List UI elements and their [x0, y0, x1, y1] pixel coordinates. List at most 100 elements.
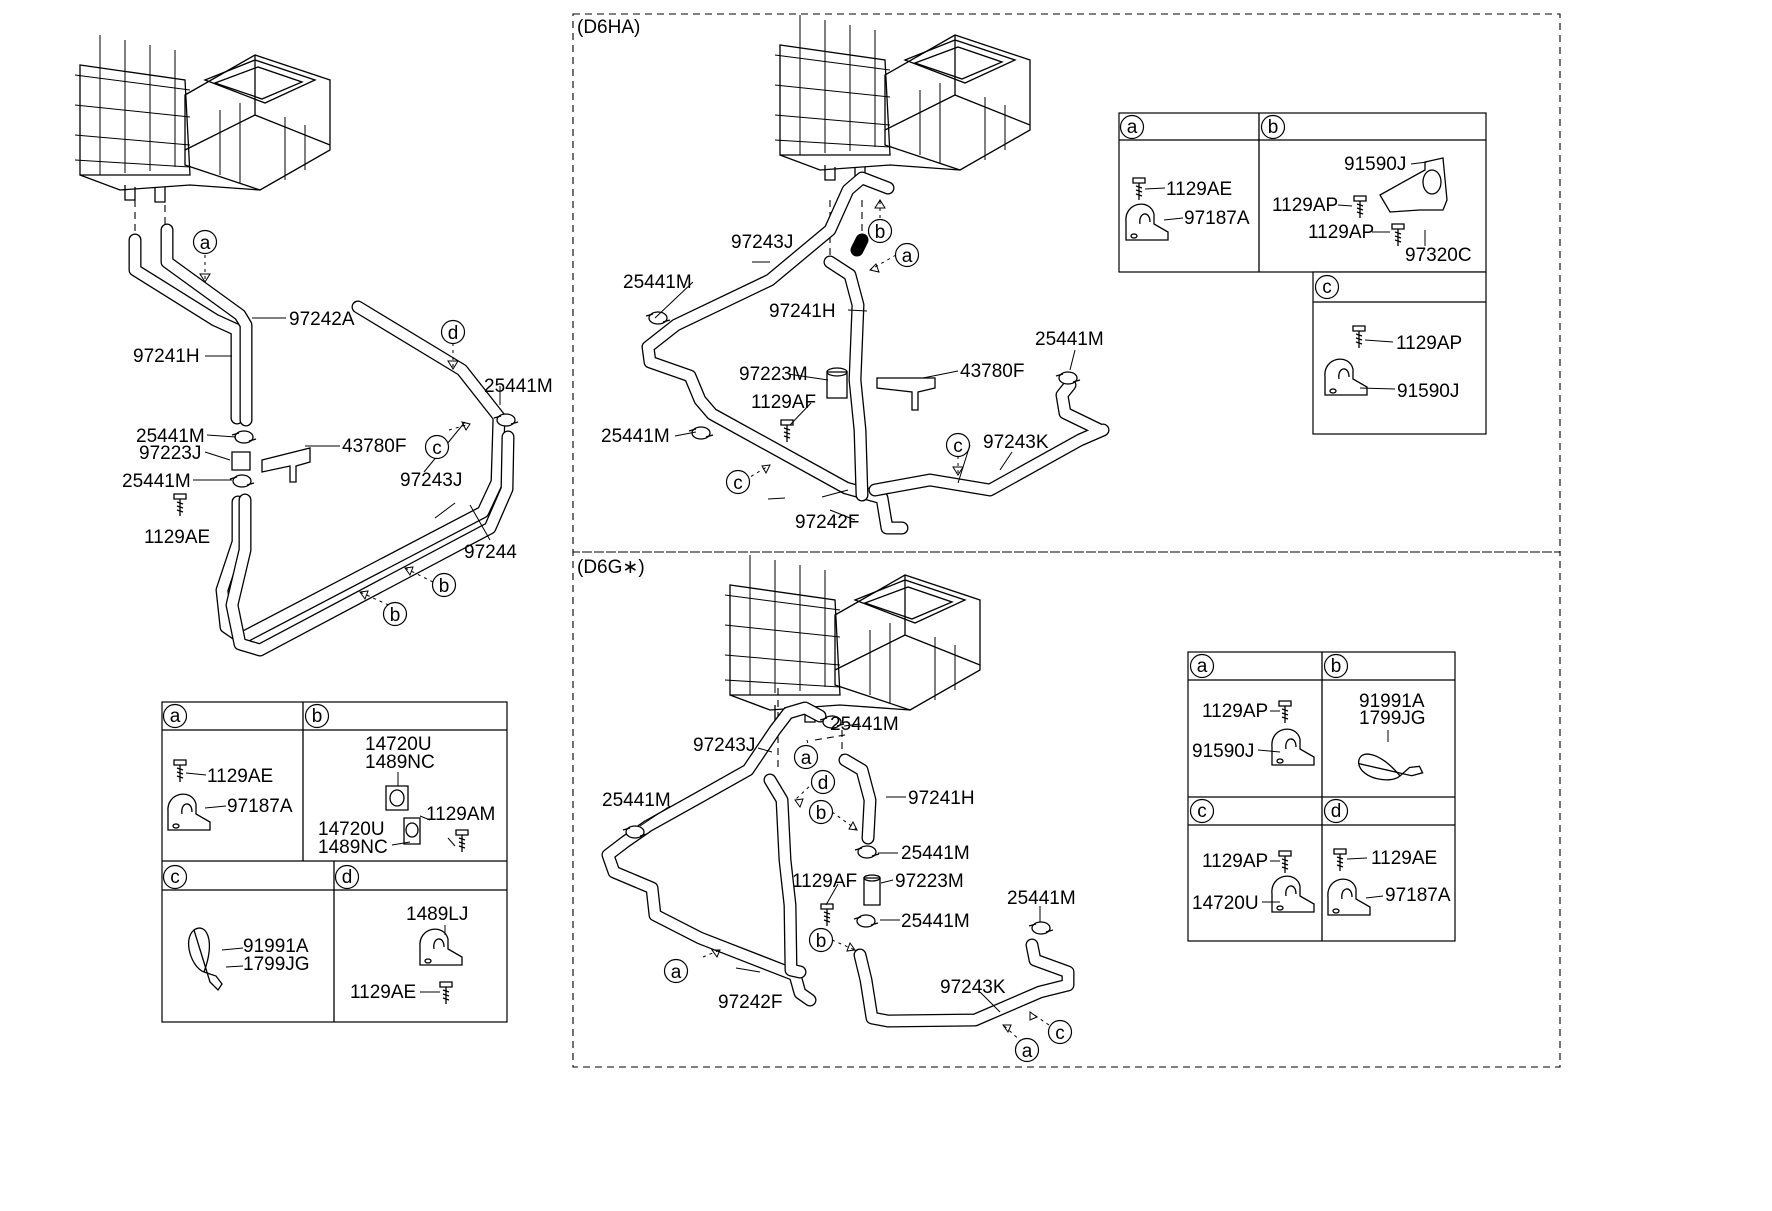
legend-d: d	[342, 867, 353, 888]
label-25441M: 25441M	[484, 376, 553, 397]
label-1129AP: 1129AP	[1308, 222, 1374, 243]
callout-a: a	[801, 748, 812, 769]
variant-d6g-label: (D6G∗)	[577, 557, 645, 578]
label-1129AE: 1129AE	[350, 982, 416, 1003]
label-97243J: 97243J	[731, 232, 793, 253]
legend-d: d	[1331, 801, 1342, 822]
label-97241H: 97241H	[769, 301, 836, 322]
label-1129AP: 1129AP	[1272, 195, 1338, 216]
label-91590J: 91590J	[1397, 381, 1459, 402]
label-1129AP: 1129AP	[1202, 701, 1268, 722]
label-25441M: 25441M	[122, 471, 191, 492]
label-25441M: 25441M	[830, 714, 899, 735]
label-1129AE: 1129AE	[144, 527, 210, 548]
label-14720U: 14720U	[318, 819, 385, 840]
heater-unit-drawing	[774, 14, 1031, 183]
label-43780F: 43780F	[960, 361, 1024, 382]
callout-c: c	[432, 438, 442, 459]
legend-table-main: a b c d 1129AE 97187A 14720U 1489NC 1129…	[161, 701, 508, 1023]
label-97223M: 97223M	[739, 364, 808, 385]
label-25441M: 25441M	[1035, 329, 1104, 350]
callout-a: a	[902, 246, 913, 267]
label-1129AE: 1129AE	[1371, 848, 1437, 869]
callout-b: b	[816, 931, 827, 952]
legend-c: c	[170, 867, 180, 888]
label-25441M: 25441M	[623, 272, 692, 293]
callout-b: b	[816, 803, 827, 824]
label-97243K: 97243K	[983, 432, 1049, 453]
label-1129AP: 1129AP	[1202, 851, 1268, 872]
label-25441M: 25441M	[901, 843, 970, 864]
label-97243J: 97243J	[693, 735, 755, 756]
legend-c: c	[1322, 277, 1332, 298]
callout-b: b	[875, 222, 886, 243]
label-97223J: 97223J	[139, 443, 201, 464]
main-assembly	[74, 34, 519, 657]
label-97242A: 97242A	[289, 309, 355, 330]
label-97187A: 97187A	[1184, 208, 1250, 229]
label-97187A: 97187A	[1385, 885, 1451, 906]
label-91590J: 91590J	[1192, 741, 1254, 762]
legend-table-d6g: a b c d 1129AP 91590J 91991A 1799JG 1129…	[1187, 651, 1456, 942]
label-97241H: 97241H	[133, 346, 200, 367]
main-labels: a 97242A 97241H d 25441M 25441M 97223J c…	[122, 229, 553, 627]
label-1799JG: 1799JG	[243, 954, 310, 975]
label-97320C: 97320C	[1405, 245, 1472, 266]
label-1489LJ: 1489LJ	[406, 904, 468, 925]
label-25441M: 25441M	[602, 790, 671, 811]
label-25441M: 25441M	[136, 426, 205, 447]
callout-d: d	[448, 323, 459, 344]
legend-a: a	[1127, 117, 1138, 138]
label-1129AE: 1129AE	[207, 766, 273, 787]
label-97243J: 97243J	[400, 470, 462, 491]
callout-a: a	[1022, 1041, 1033, 1062]
legend-a: a	[1197, 656, 1208, 677]
label-1489NC: 1489NC	[365, 752, 435, 773]
callout-d: d	[818, 773, 829, 794]
label-91991A: 91991A	[1359, 691, 1425, 712]
callout-b: b	[390, 605, 401, 626]
label-97243K: 97243K	[940, 977, 1006, 998]
callout-c: c	[953, 436, 963, 457]
legend-b: b	[1331, 656, 1342, 677]
label-25441M: 25441M	[1007, 888, 1076, 909]
label-91991A: 91991A	[243, 936, 309, 957]
label-97241H: 97241H	[908, 788, 975, 809]
callout-c: c	[1055, 1023, 1065, 1044]
legend-a: a	[170, 706, 181, 727]
label-1129AF: 1129AF	[792, 871, 857, 892]
label-97187A: 97187A	[227, 796, 293, 817]
callout-c: c	[733, 473, 743, 494]
label-14720U: 14720U	[365, 734, 432, 755]
label-97223M: 97223M	[895, 871, 964, 892]
legend-c: c	[1197, 801, 1207, 822]
d6g-labels: 25441M 97243J a d 97241H 25441M b 25441M…	[602, 714, 1076, 1063]
d6g-assembly	[601, 554, 1075, 1043]
label-1129AF: 1129AF	[751, 392, 816, 413]
label-14720U: 14720U	[1192, 893, 1259, 914]
label-1129AP: 1129AP	[1396, 333, 1462, 354]
label-97244: 97244	[464, 542, 517, 563]
legend-table-d6ha: a b c 1129AE 97187A 91590J 1129AP 1129AP…	[1118, 112, 1487, 435]
label-1489NC: 1489NC	[318, 837, 388, 858]
d6ha-labels: b a 97243J 25441M 97241H 25441M 97223M 4…	[601, 218, 1104, 533]
variant-d6ha-label: (D6HA)	[577, 17, 640, 38]
label-97242F: 97242F	[718, 992, 782, 1013]
label-1129AE: 1129AE	[1166, 179, 1232, 200]
label-25441M: 25441M	[901, 911, 970, 932]
d6ha-assembly	[641, 14, 1110, 535]
legend-b: b	[312, 706, 323, 727]
callout-a: a	[671, 962, 682, 983]
label-91590J: 91590J	[1344, 154, 1406, 175]
label-97242F: 97242F	[795, 512, 859, 533]
heater-unit-drawing	[74, 34, 331, 203]
heater-unit-drawing	[724, 554, 981, 723]
label-43780F: 43780F	[342, 436, 406, 457]
legend-b: b	[1268, 117, 1279, 138]
label-1129AM: 1129AM	[426, 804, 495, 825]
d6g-frame	[572, 551, 1561, 1068]
callout-a: a	[200, 233, 211, 254]
label-25441M: 25441M	[601, 426, 670, 447]
